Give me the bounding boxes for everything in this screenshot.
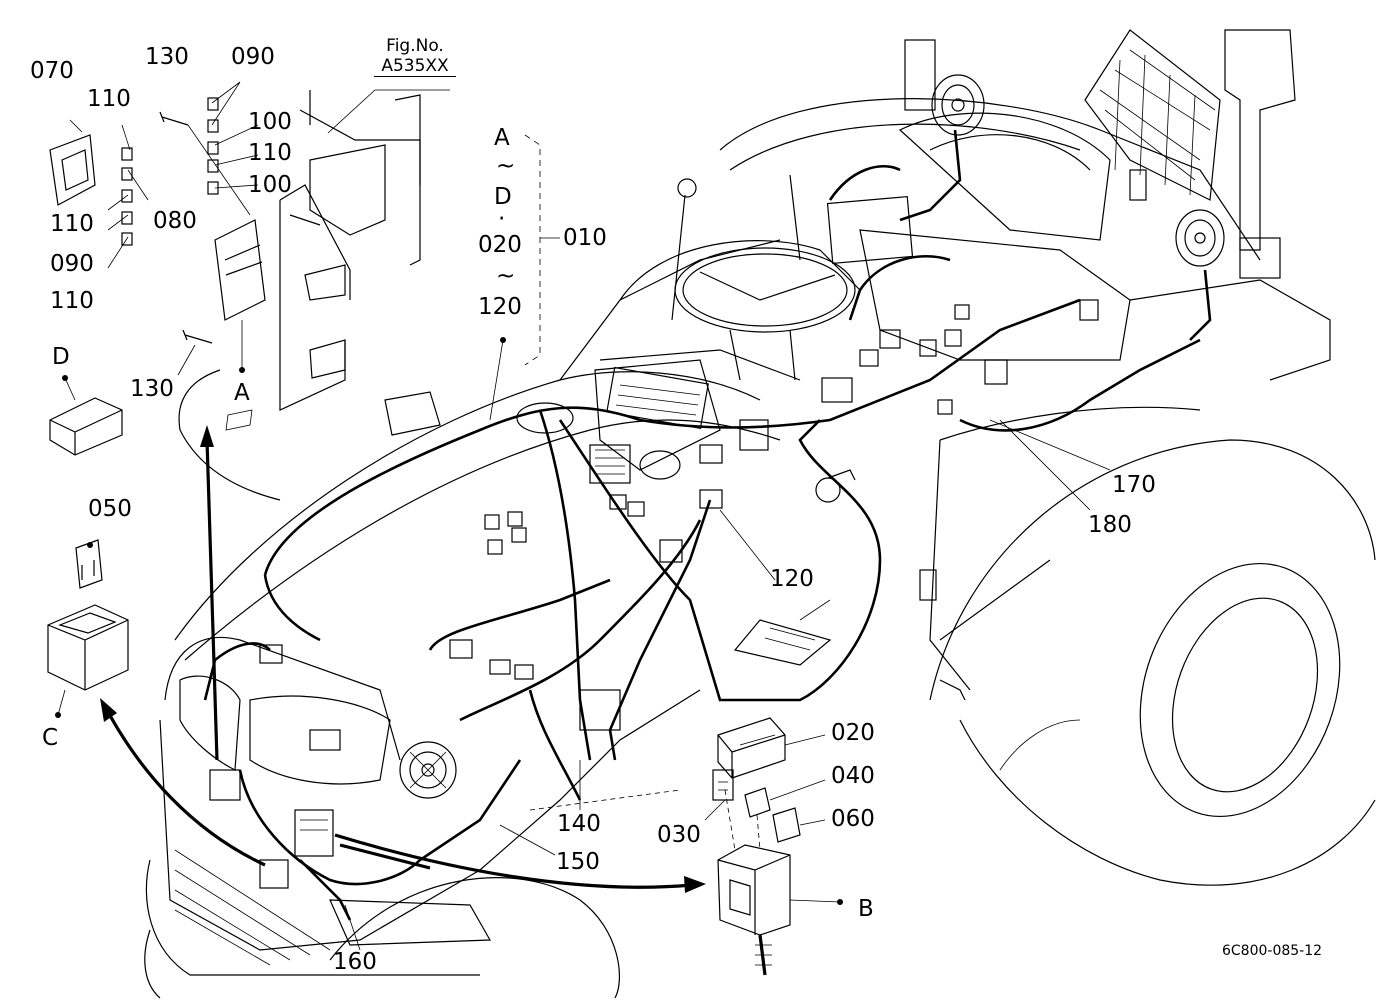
callout-180: 180 [1088, 512, 1132, 538]
callout-110: 110 [50, 211, 94, 237]
figure-number-note: Fig.No. A535XX [374, 36, 456, 77]
callout-140: 140 [557, 811, 601, 837]
range-A: A [494, 125, 510, 151]
callout-030: 030 [657, 822, 701, 848]
callout-060: 060 [831, 806, 875, 832]
callout-090: 090 [50, 251, 94, 277]
callout-110: 110 [50, 288, 94, 314]
figure-number-value: A535XX [374, 56, 456, 77]
callout-100: 100 [248, 109, 292, 135]
arrows [100, 425, 706, 893]
callout-040: 040 [831, 763, 875, 789]
callout-130: 130 [145, 44, 189, 70]
callout-160: 160 [333, 949, 377, 975]
range-dot: · [498, 206, 506, 232]
horn-right [1175, 209, 1225, 267]
callout-050: 050 [88, 496, 132, 522]
callout-070: 070 [30, 58, 74, 84]
upper-left-parts [47, 90, 441, 691]
callout-120: 120 [770, 566, 814, 592]
range-D: D [494, 184, 512, 210]
range-tilde: ~ [496, 153, 516, 179]
leader-lines [55, 81, 1111, 951]
wire-harness [203, 129, 1212, 921]
callout-D: D [52, 344, 70, 370]
reference-code: 6C800-085-12 [1222, 943, 1323, 959]
callout-110: 110 [248, 140, 292, 166]
callout-B: B [858, 896, 874, 922]
callout-170: 170 [1112, 472, 1156, 498]
callout-080: 080 [153, 208, 197, 234]
range-tilde: ~ [496, 263, 516, 289]
connectors [209, 39, 1281, 889]
tractor-outline [144, 29, 1376, 999]
callout-150: 150 [556, 849, 600, 875]
callout-100: 100 [248, 172, 292, 198]
callout-130: 130 [130, 376, 174, 402]
fuse-box-group [529, 717, 801, 976]
callout-C: C [42, 725, 59, 751]
callout-090: 090 [231, 44, 275, 70]
callout-110: 110 [87, 86, 131, 112]
callout-010: 010 [563, 225, 607, 251]
range-120: 120 [478, 294, 522, 320]
callout-A: A [234, 380, 250, 406]
alternator [399, 741, 457, 799]
callout-020: 020 [831, 720, 875, 746]
figure-number-label: Fig.No. [386, 36, 444, 56]
range-020: 020 [478, 232, 522, 258]
horn-upper [931, 74, 985, 136]
